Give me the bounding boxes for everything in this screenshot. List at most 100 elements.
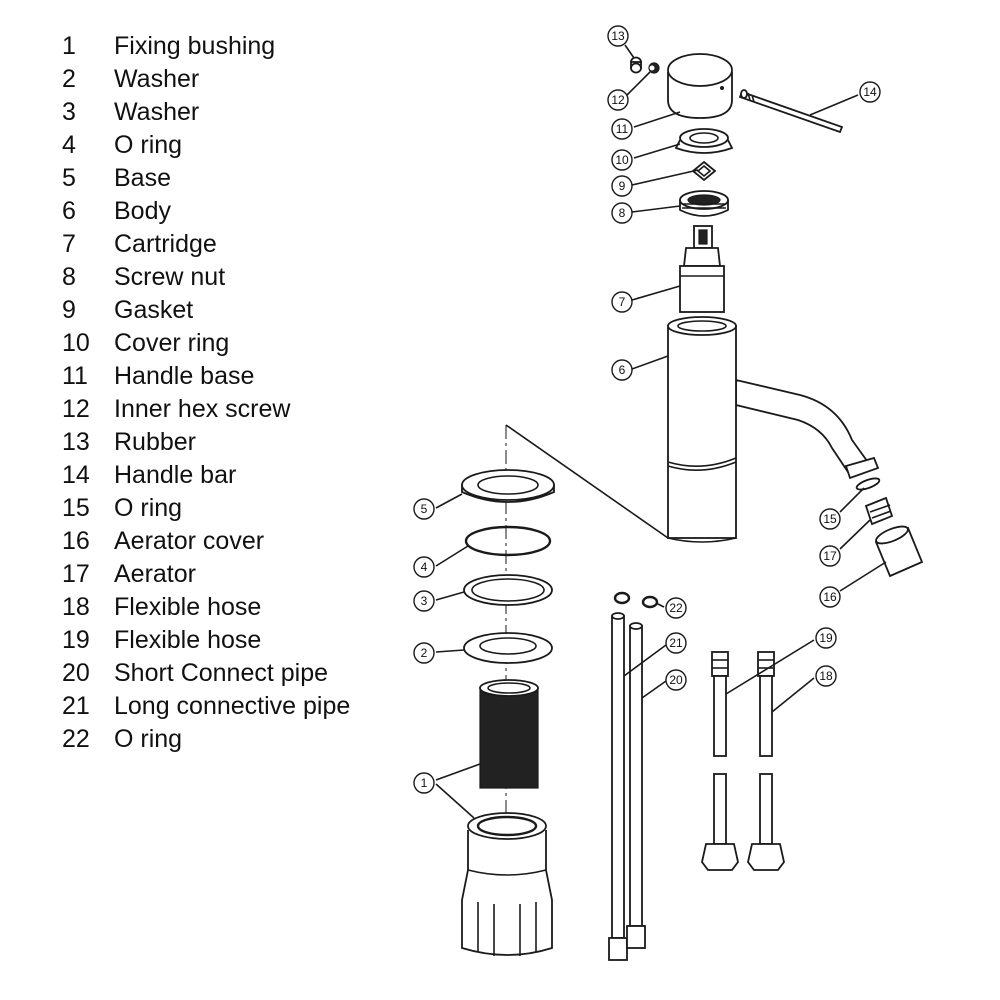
callout-13: 13: [607, 25, 629, 47]
callout-21: 21: [665, 632, 687, 654]
part-o-ring-pipe: [613, 591, 659, 609]
callout-2: 2: [413, 642, 435, 664]
svg-text:3: 3: [421, 594, 428, 608]
part-aerator: [864, 496, 894, 526]
part-name: O ring: [114, 131, 183, 159]
part-aerator-cover: [874, 525, 924, 578]
part-name: Rubber: [114, 428, 196, 456]
part-number: 13: [62, 428, 90, 456]
parts-list-item: 7 Cartridge: [62, 228, 350, 261]
callout-1: 1: [413, 772, 435, 794]
callout-5: 5: [413, 498, 435, 520]
part-number: 20: [62, 659, 90, 687]
svg-text:5: 5: [421, 502, 428, 516]
callout-14: 14: [859, 81, 881, 103]
part-name: Cartridge: [114, 230, 217, 258]
part-number: 17: [62, 560, 90, 588]
parts-list-item: 5 Base: [62, 162, 350, 195]
callout-6: 6: [611, 359, 633, 381]
part-name: Cover ring: [114, 329, 230, 357]
part-name: Aerator: [114, 560, 196, 588]
parts-list-item: 6 Body: [62, 195, 350, 228]
svg-text:18: 18: [819, 669, 833, 683]
part-number: 11: [62, 362, 88, 390]
callout-7: 7: [611, 291, 633, 313]
callout-20: 20: [665, 669, 687, 691]
part-name: Short Connect pipe: [114, 659, 329, 687]
part-rubber: [630, 56, 642, 74]
part-name: Handle bar: [114, 461, 237, 489]
part-long-connective-pipe: [608, 612, 628, 961]
part-flexible-hose-19: [701, 651, 739, 871]
part-name: Washer: [114, 98, 200, 126]
callout-18: 18: [815, 665, 837, 687]
part-cartridge: [679, 225, 725, 313]
part-o-ring-spout: [855, 477, 881, 491]
part-flexible-hose-18: [747, 651, 785, 871]
part-number: 21: [62, 692, 90, 720]
svg-text:11: 11: [616, 122, 629, 136]
part-name: Body: [114, 197, 171, 225]
part-name: O ring: [114, 494, 183, 522]
part-name: O ring: [114, 725, 183, 753]
svg-text:14: 14: [863, 85, 877, 99]
part-washer-3: [463, 574, 553, 606]
part-o-ring-base: [464, 525, 552, 557]
callout-11: 11: [611, 118, 633, 140]
part-number: 22: [62, 725, 90, 753]
callout-12: 12: [607, 89, 629, 111]
svg-text:21: 21: [669, 636, 683, 650]
part-name: Washer: [114, 65, 200, 93]
parts-list-item: 10 Cover ring: [62, 327, 350, 360]
svg-text:6: 6: [619, 363, 626, 377]
part-number: 9: [62, 296, 76, 324]
part-number: 12: [62, 395, 90, 423]
part-washer-2: [463, 632, 553, 664]
part-number: 5: [62, 164, 76, 192]
part-gasket: [691, 160, 717, 182]
offset-line: [505, 424, 669, 539]
callout-19: 19: [815, 627, 837, 649]
svg-text:4: 4: [421, 560, 428, 574]
part-number: 2: [62, 65, 76, 93]
svg-text:19: 19: [819, 631, 833, 645]
part-number: 10: [62, 329, 90, 357]
part-name: Flexible hose: [114, 593, 262, 621]
parts-list-item: 22 O ring: [62, 723, 350, 756]
svg-text:20: 20: [669, 673, 683, 687]
svg-text:12: 12: [611, 93, 625, 107]
part-name: Inner hex screw: [114, 395, 291, 423]
parts-list-item: 12 Inner hex screw: [62, 393, 350, 426]
callout-17: 17: [819, 545, 841, 567]
svg-text:9: 9: [619, 179, 626, 193]
svg-text:8: 8: [619, 206, 626, 220]
callout-22: 22: [665, 597, 687, 619]
part-name: Base: [114, 164, 171, 192]
parts-list-item: 13 Rubber: [62, 426, 350, 459]
svg-text:13: 13: [611, 29, 625, 43]
part-name: Aerator cover: [114, 527, 265, 555]
parts-list-item: 17 Aerator: [62, 558, 350, 591]
callout-10: 10: [611, 149, 633, 171]
part-number: 7: [62, 230, 76, 258]
part-number: 1: [62, 32, 76, 60]
parts-list-item: 9 Gasket: [62, 294, 350, 327]
part-number: 6: [62, 197, 76, 225]
parts-list-item: 20 Short Connect pipe: [62, 657, 350, 690]
svg-text:2: 2: [421, 646, 428, 660]
part-fixing-bushing-thread: [479, 679, 539, 789]
callout-4: 4: [413, 556, 435, 578]
callout-16: 16: [819, 586, 841, 608]
part-name: Fixing bushing: [114, 32, 276, 60]
part-name: Gasket: [114, 296, 194, 324]
